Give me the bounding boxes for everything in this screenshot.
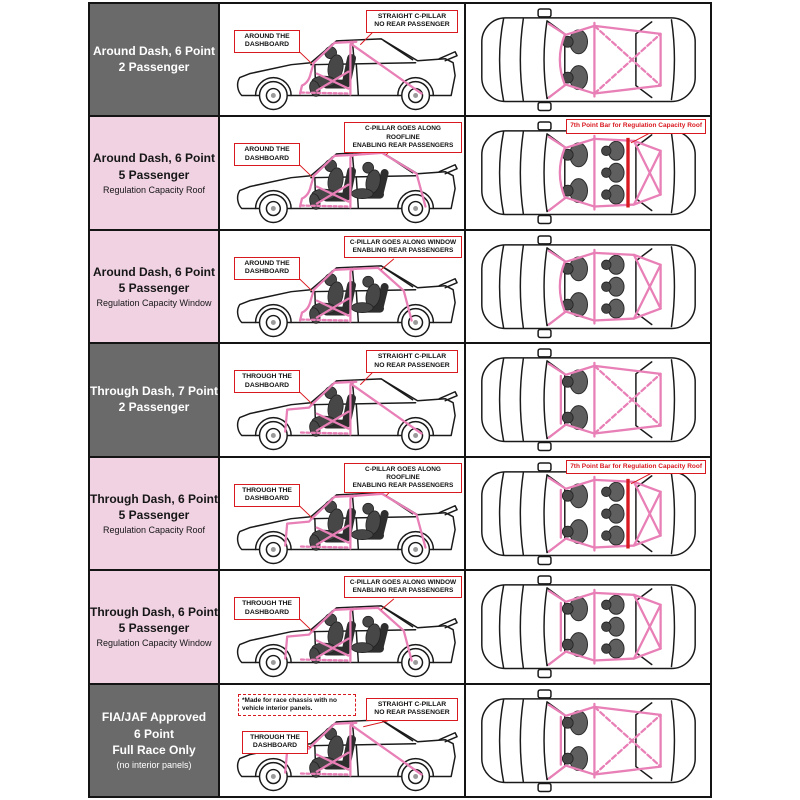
dashboard-annotation: THROUGH THE DASHBOARD <box>242 730 308 754</box>
row-note: (no interior panels) <box>116 759 192 770</box>
side-view-cell: THROUGH THE DASHBOARD C-PILLAR GOES ALON… <box>220 457 466 570</box>
c-pillar-annotation: STRAIGHT C-PILLAR NO REAR PASSENGER <box>366 10 458 33</box>
c-pillar-annotation: C-PILLAR GOES ALONG WINDOW ENABLING REAR… <box>344 576 462 599</box>
row-title: Through Dash, 6 Point <box>90 491 218 506</box>
row-label-cell: Through Dash, 7 Point 2 Passenger <box>90 344 220 456</box>
row-label-cell: Through Dash, 6 Point 5 Passenger Regula… <box>90 571 220 683</box>
row-title: Around Dash, 6 Point <box>93 43 216 58</box>
car-top-view-figure <box>466 231 710 342</box>
c-pillar-annotation: STRAIGHT C-PILLAR NO REAR PASSENGER <box>366 697 458 721</box>
car-side-view-figure <box>220 4 464 115</box>
c-pillar-annotation: C-PILLAR GOES ALONG ROOFLINE ENABLING RE… <box>344 462 462 494</box>
dashboard-annotation: THROUGH THE DASHBOARD <box>234 597 300 621</box>
side-view-cell: THROUGH THE DASHBOARD STRAIGHT C-PILLAR … <box>220 344 466 456</box>
car-top-view-figure <box>466 571 710 682</box>
row-line3: Full Race Only <box>112 742 196 757</box>
car-top-view-figure <box>466 117 710 228</box>
car-side-view-figure <box>220 117 464 228</box>
side-view-cell: AROUND THE DASHBOARD STRAIGHT C-PILLAR N… <box>220 4 466 116</box>
row-title: Through Dash, 6 Point <box>90 605 218 619</box>
top-view-cell <box>466 230 710 343</box>
car-top-view-figure <box>466 4 710 115</box>
row-subtitle: 6 Point <box>133 726 174 741</box>
car-side-view-figure <box>220 685 464 796</box>
car-top-view-figure <box>466 458 710 569</box>
row-label-cell: Around Dash, 6 Point 5 Passenger Regulat… <box>90 230 220 343</box>
side-view-cell: AROUND THE DASHBOARD C-PILLAR GOES ALONG… <box>220 117 466 229</box>
top-view-cell <box>466 344 710 456</box>
c-pillar-annotation: C-PILLAR GOES ALONG WINDOW ENABLING REAR… <box>344 235 462 259</box>
table-row: FIA/JAF Approved 6 Point Full Race Only … <box>90 684 710 796</box>
car-side-view-figure <box>220 344 464 455</box>
row-label-cell: Through Dash, 6 Point 5 Passenger Regula… <box>90 457 220 570</box>
row-title: Around Dash, 6 Point <box>93 151 216 166</box>
row-subtitle: 5 Passenger <box>118 507 190 522</box>
row-note: Regulation Capacity Window <box>96 298 212 309</box>
row-note: Regulation Capacity Window <box>96 638 212 649</box>
dashboard-annotation: AROUND THE DASHBOARD <box>234 143 300 167</box>
row-title: Around Dash, 6 Point <box>93 264 216 279</box>
side-view-cell: THROUGH THE DASHBOARD C-PILLAR GOES ALON… <box>220 571 466 683</box>
row-subtitle: 5 Passenger <box>118 167 190 182</box>
dashboard-annotation: AROUND THE DASHBOARD <box>234 30 300 53</box>
car-top-view-figure <box>466 685 710 796</box>
side-view-cell: *Made for race chassis with no vehicle i… <box>220 684 466 796</box>
car-top-view-figure <box>466 344 710 455</box>
car-side-view-figure <box>220 571 464 682</box>
row-note: Regulation Capacity Roof <box>102 524 206 535</box>
top-view-cell <box>466 4 710 116</box>
c-pillar-annotation: C-PILLAR GOES ALONG ROOFLINE ENABLING RE… <box>344 122 462 153</box>
row-subtitle: 5 Passenger <box>118 621 190 636</box>
table-row: Through Dash, 6 Point 5 Passenger Regula… <box>90 571 710 685</box>
seventh-point-bar-annotation: 7th Point Bar for Regulation Capacity Ro… <box>566 119 706 134</box>
rollcage-configuration-table: Around Dash, 6 Point 2 Passenger AROUND … <box>88 2 712 798</box>
row-title: Through Dash, 7 Point <box>90 383 218 398</box>
row-title: FIA/JAF Approved <box>101 710 207 725</box>
dashboard-annotation: THROUGH THE DASHBOARD <box>234 483 300 507</box>
car-side-view-figure <box>220 458 464 569</box>
race-note-annotation: *Made for race chassis with no vehicle i… <box>238 693 356 716</box>
table-row: Through Dash, 6 Point 5 Passenger Regula… <box>90 457 710 572</box>
table-row: Around Dash, 6 Point 5 Passenger Regulat… <box>90 117 710 231</box>
row-subtitle: 2 Passenger <box>118 399 190 414</box>
seventh-point-bar-annotation: 7th Point Bar for Regulation Capacity Ro… <box>566 459 706 474</box>
top-view-cell <box>466 684 710 796</box>
car-side-view-figure <box>220 231 464 342</box>
row-subtitle: 5 Passenger <box>118 280 190 295</box>
row-label-cell: Around Dash, 6 Point 5 Passenger Regulat… <box>90 117 220 229</box>
top-view-cell <box>466 571 710 683</box>
top-view-cell: 7th Point Bar for Regulation Capacity Ro… <box>466 457 710 570</box>
top-view-cell: 7th Point Bar for Regulation Capacity Ro… <box>466 117 710 229</box>
row-note: Regulation Capacity Roof <box>102 184 206 195</box>
side-view-cell: AROUND THE DASHBOARD C-PILLAR GOES ALONG… <box>220 230 466 343</box>
row-label-cell: FIA/JAF Approved 6 Point Full Race Only … <box>90 684 220 796</box>
row-label-cell: Around Dash, 6 Point 2 Passenger <box>90 4 220 116</box>
dashboard-annotation: THROUGH THE DASHBOARD <box>234 370 300 394</box>
table-row: Around Dash, 6 Point 5 Passenger Regulat… <box>90 230 710 345</box>
dashboard-annotation: AROUND THE DASHBOARD <box>234 256 300 280</box>
table-row: Through Dash, 7 Point 2 Passenger THROUG… <box>90 344 710 458</box>
c-pillar-annotation: STRAIGHT C-PILLAR NO REAR PASSENGER <box>366 350 458 374</box>
row-subtitle: 2 Passenger <box>118 59 190 74</box>
table-row: Around Dash, 6 Point 2 Passenger AROUND … <box>90 4 710 118</box>
